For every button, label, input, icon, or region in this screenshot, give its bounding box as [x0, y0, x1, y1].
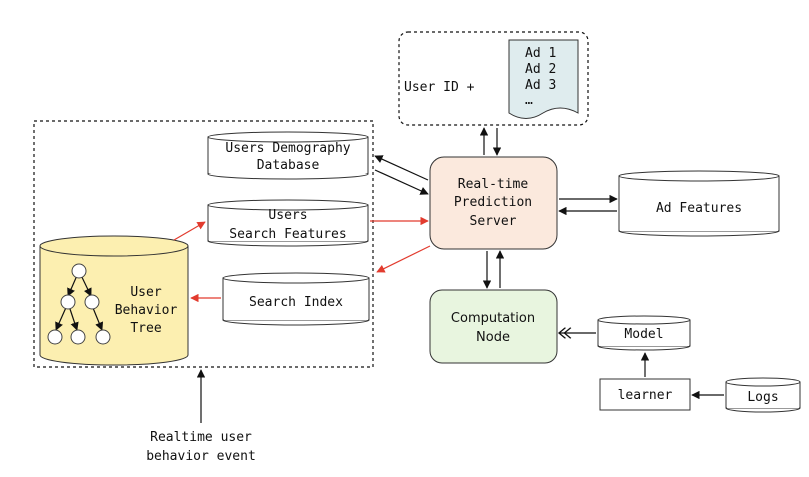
users-demography-line1: Users Demography	[225, 141, 350, 156]
prediction-server-line3: Server	[470, 214, 517, 229]
prediction-server-line2: Prediction	[454, 195, 532, 210]
model-store: Model	[597, 315, 691, 351]
computation-node-line1: Computation	[451, 311, 535, 326]
search-index-label: Search Index	[249, 295, 343, 310]
ad-item-more: …	[525, 93, 533, 108]
users-demography-line2: Database	[257, 158, 320, 173]
prediction-server: Real-time Prediction Server	[429, 156, 558, 250]
user-id-label: User ID +	[404, 80, 475, 95]
computation-node: Computation Node	[429, 289, 558, 364]
request-group-border	[398, 31, 589, 126]
search-index: Search Index	[222, 272, 370, 326]
logs-label: Logs	[747, 390, 778, 405]
ad-features-label: Ad Features	[656, 201, 742, 216]
arrow-server-to-demography	[374, 155, 429, 181]
tree-icon	[47, 263, 111, 345]
user-data-group-border	[33, 120, 374, 368]
prediction-server-line1: Real-time	[458, 177, 529, 192]
user-behavior-tree: User Behavior Tree	[39, 235, 189, 366]
arrow-demography-to-server	[374, 169, 429, 195]
arrow-tree-to-search-features	[173, 221, 206, 241]
ad-list-document	[508, 39, 579, 119]
ad-item-3: Ad 3	[525, 78, 556, 93]
users-demography-database: Users Demography Database	[207, 131, 369, 180]
logs-store: Logs	[725, 377, 801, 413]
users-search-features: Users Search Features	[207, 199, 369, 247]
behavior-tree-line2: Behavior	[115, 303, 178, 318]
behavior-tree-line3: Tree	[130, 321, 161, 336]
ad-features: Ad Features	[618, 170, 780, 237]
behavior-tree-line1: User	[130, 285, 161, 300]
ad-item-1: Ad 1	[525, 46, 556, 61]
ad-item-2: Ad 2	[525, 62, 556, 77]
users-search-features-line1: Users	[268, 208, 307, 223]
realtime-event-line2: behavior event	[146, 449, 256, 464]
arrow-server-to-search-index	[376, 245, 431, 273]
model-label: Model	[624, 327, 663, 342]
computation-node-line2: Node	[476, 330, 510, 345]
realtime-event-line1: Realtime user	[150, 430, 252, 445]
users-search-features-line2: Search Features	[229, 227, 346, 242]
learner-label: learner	[618, 388, 673, 403]
learner-box: learner	[599, 378, 691, 411]
